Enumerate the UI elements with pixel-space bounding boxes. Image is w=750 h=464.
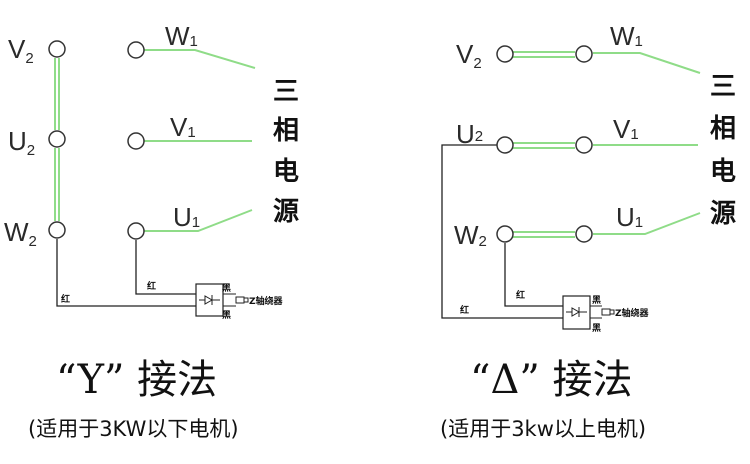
connector-icon xyxy=(235,296,245,304)
star-label-black-top: 黑 xyxy=(222,283,231,294)
star-label-w2: W2 xyxy=(4,217,37,250)
star-terminal-v2 xyxy=(48,40,66,58)
star-wire-w1 xyxy=(144,49,256,69)
delta-power-label-1: 相 xyxy=(710,114,736,144)
delta-label-w2: W2 xyxy=(454,220,487,250)
delta-label-u2: U2 xyxy=(456,119,483,149)
star-signal-wire-w2 xyxy=(56,239,196,307)
delta-terminal-u2 xyxy=(496,136,514,154)
star-label-red-1: 红 xyxy=(147,280,156,292)
star-diagram: V2 U2 W2 W1 V1 U1 三 相 电 源 黑 黑 Z轴绕器 红 红 xyxy=(4,21,299,321)
star-power-label-0: 三 xyxy=(273,77,299,107)
delta-label-v1: V1 xyxy=(613,114,639,144)
delta-terminal-w2 xyxy=(496,225,514,243)
star-signal-wire-u1 xyxy=(135,240,196,295)
star-label-v1: V1 xyxy=(170,112,196,142)
star-terminal-w1 xyxy=(127,41,145,59)
delta-diagram: V2 U2 W2 W1 V1 U1 三 相 电 源 黑 黑 Z轴绕器 红 红 xyxy=(441,21,736,334)
star-terminal-u2 xyxy=(48,130,66,148)
delta-power-label-2: 电 xyxy=(710,157,736,187)
delta-terminal-v2 xyxy=(496,45,514,63)
delta-signal-wire-w2 xyxy=(504,243,563,307)
diode-icon xyxy=(204,295,214,305)
star-power-label-3: 源 xyxy=(273,197,299,227)
connector-icon xyxy=(601,308,611,316)
star-label-w1: W1 xyxy=(165,21,198,51)
star-title: “Y” 接法 xyxy=(56,357,218,403)
star-label-red-2: 红 xyxy=(61,293,70,305)
delta-wire-u1 xyxy=(593,212,701,235)
delta-label-sensor: Z轴绕器 xyxy=(615,307,650,319)
star-power-label-1: 相 xyxy=(273,116,299,146)
delta-power-label-0: 三 xyxy=(710,72,736,102)
star-sensor-box xyxy=(195,283,249,317)
delta-label-v2: V2 xyxy=(456,39,482,72)
delta-label-black-bottom: 黑 xyxy=(592,323,601,334)
star-terminal-v1 xyxy=(127,132,145,150)
delta-wire-w1 xyxy=(593,52,701,74)
star-terminal-u1 xyxy=(127,222,145,240)
star-label-black-bottom: 黑 xyxy=(222,310,231,321)
star-wire-u1 xyxy=(144,209,253,232)
delta-label-u1: U1 xyxy=(616,202,643,232)
star-note: (适用于3KW以下电机) xyxy=(28,417,239,441)
delta-terminal-v1 xyxy=(575,136,593,154)
delta-label-red-2: 红 xyxy=(460,304,469,316)
star-label-u2: U2 xyxy=(8,126,35,159)
delta-label-w1: W1 xyxy=(610,21,643,51)
star-power-label-2: 电 xyxy=(273,157,299,187)
delta-label-red-1: 红 xyxy=(516,289,525,301)
diode-icon xyxy=(571,307,581,317)
delta-label-black-top: 黑 xyxy=(592,295,601,306)
star-label-u1: U1 xyxy=(173,202,200,232)
delta-terminal-w1 xyxy=(575,45,593,63)
delta-title: “Δ” 接法 xyxy=(470,357,633,403)
delta-note: (适用于3kw以上电机) xyxy=(440,417,647,441)
delta-terminal-u1 xyxy=(575,225,593,243)
delta-power-label-3: 源 xyxy=(710,199,736,229)
star-terminal-w2 xyxy=(48,221,66,239)
star-label-v2: V2 xyxy=(8,34,34,67)
delta-sensor-box xyxy=(562,295,615,330)
delta-signal-wire-u2 xyxy=(441,144,563,319)
star-label-sensor: Z轴绕器 xyxy=(249,295,284,307)
